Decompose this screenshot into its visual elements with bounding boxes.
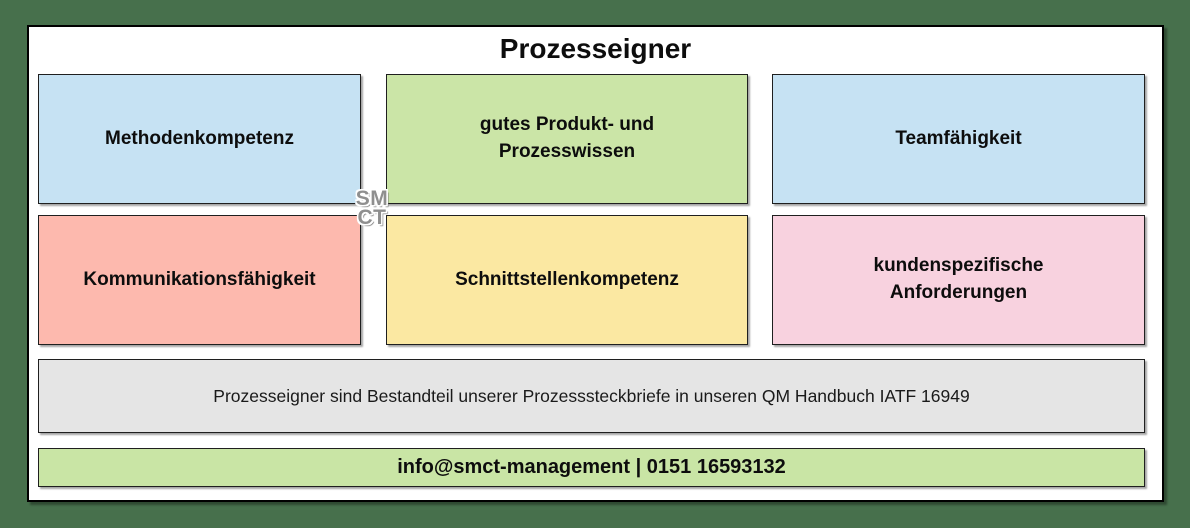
competency-box-produkt-prozesswissen: gutes Produkt- und Prozesswissen [386,74,748,204]
competency-box-methodenkompetenz: Methodenkompetenz [38,74,361,204]
note-bar: Prozesseigner sind Bestandteil unserer P… [38,359,1145,433]
smct-logo-line1: SM [355,187,389,210]
diagram-panel: Prozesseigner Methodenkompetenz gutes Pr… [27,25,1164,502]
smct-logo-line2: CT [357,206,387,229]
competency-box-kommunikationsfaehigkeit: Kommunikationsfähigkeit [38,215,361,345]
competency-box-teamfaehigkeit: Teamfähigkeit [772,74,1145,204]
competency-box-schnittstellenkompetenz: Schnittstellenkompetenz [386,215,748,345]
competency-box-kundenspezifische-anforderungen: kundenspezifische Anforderungen [772,215,1145,345]
contact-footer-bar: info@smct-management | 0151 16593132 [38,448,1145,487]
page-title: Prozesseigner [499,33,692,64]
smct-logo: SM CT [355,187,389,229]
